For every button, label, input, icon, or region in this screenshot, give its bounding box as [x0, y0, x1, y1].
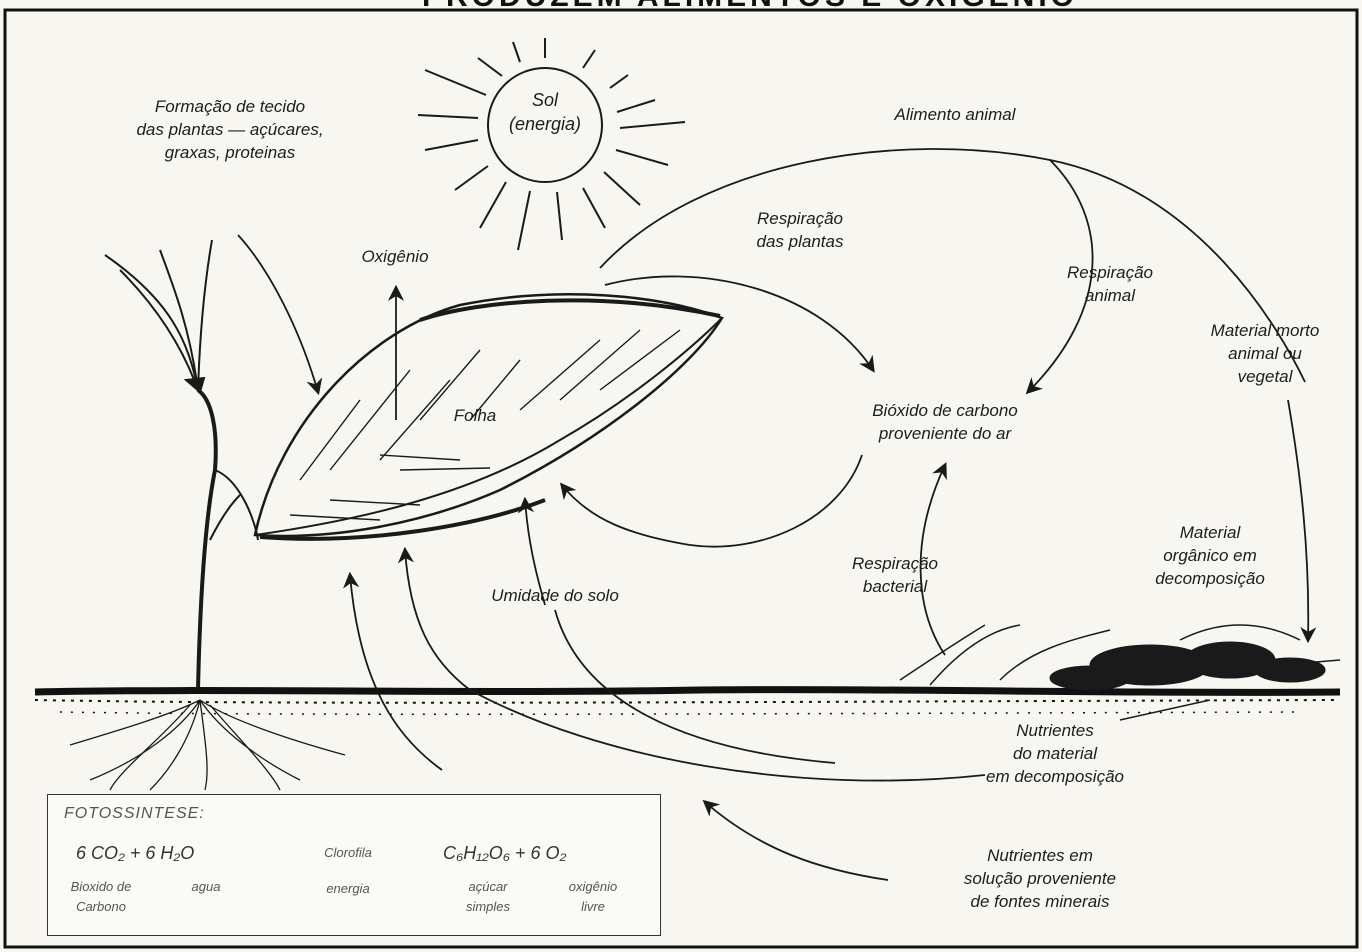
- formula-heading: FOTOSSINTESE:: [64, 805, 205, 823]
- soil-moisture-label: Umidade do solo: [455, 585, 655, 608]
- mineral-nutrients-arrow: [705, 802, 888, 880]
- sun-label: Sol(energia): [497, 88, 593, 137]
- root-uptake-arrow: [350, 575, 442, 770]
- tissue-arrow: [238, 235, 318, 392]
- formula-reactants: 6 CO₂ + 6 H₂O: [76, 843, 194, 864]
- photosynthesis-formula-box: FOTOSSINTESE: 6 CO₂ + 6 H₂O Clorofila en…: [47, 794, 661, 936]
- leaf-label: Folha: [430, 405, 520, 428]
- ground-drawing: [35, 690, 1340, 715]
- sun-drawing: [418, 38, 685, 250]
- formula-arrow-top: Clorofila: [303, 843, 393, 863]
- animal-food-label: Alimento animal: [850, 104, 1060, 127]
- decomposing-heap-drawing: [900, 625, 1340, 720]
- formula-arrow-bottom: energia: [303, 879, 393, 899]
- formula-products: C₆H₁₂O₆ + 6 O₂: [443, 843, 566, 864]
- plant-drawing: [105, 240, 258, 690]
- dead-material-arrow: [1288, 400, 1308, 640]
- oxygen-label: Oxigênio: [335, 246, 455, 269]
- caption-water: agua: [176, 877, 236, 897]
- co2-to-leaf-arrow: [562, 455, 862, 547]
